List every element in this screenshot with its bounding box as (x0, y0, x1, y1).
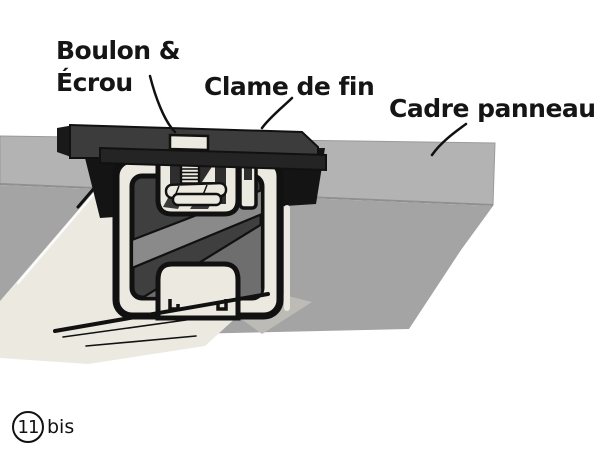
nut-facet-lines (174, 184, 208, 197)
bolt-head (168, 133, 210, 152)
figure-number-circle: 11 (12, 411, 44, 443)
clamp-plate (99, 146, 327, 172)
roof-speed-line-2 (85, 335, 197, 347)
label-bolt-nut-line2: Écrou (56, 68, 133, 97)
rail-top-channel (155, 155, 258, 217)
label-bolt-nut: Boulon & Écrou (56, 35, 181, 99)
figure-badge: 11 bis (12, 411, 74, 443)
label-end-clamp: Clame de fin (204, 72, 375, 101)
channel-right-slot-notch (244, 162, 252, 180)
label-panel-frame: Cadre panneau (389, 94, 596, 123)
label-bolt-nut-line1: Boulon & (56, 36, 181, 65)
bottom-hook-right (216, 299, 228, 311)
figure-number-suffix: bis (47, 416, 75, 438)
roof-edge-line (53, 292, 270, 333)
roof-speed-line-1 (62, 318, 194, 338)
leader-line-panel-frame (430, 122, 468, 157)
leader-line-end-clamp (260, 96, 294, 130)
channel-washer (171, 192, 223, 207)
leader-line-bolt (148, 74, 177, 134)
